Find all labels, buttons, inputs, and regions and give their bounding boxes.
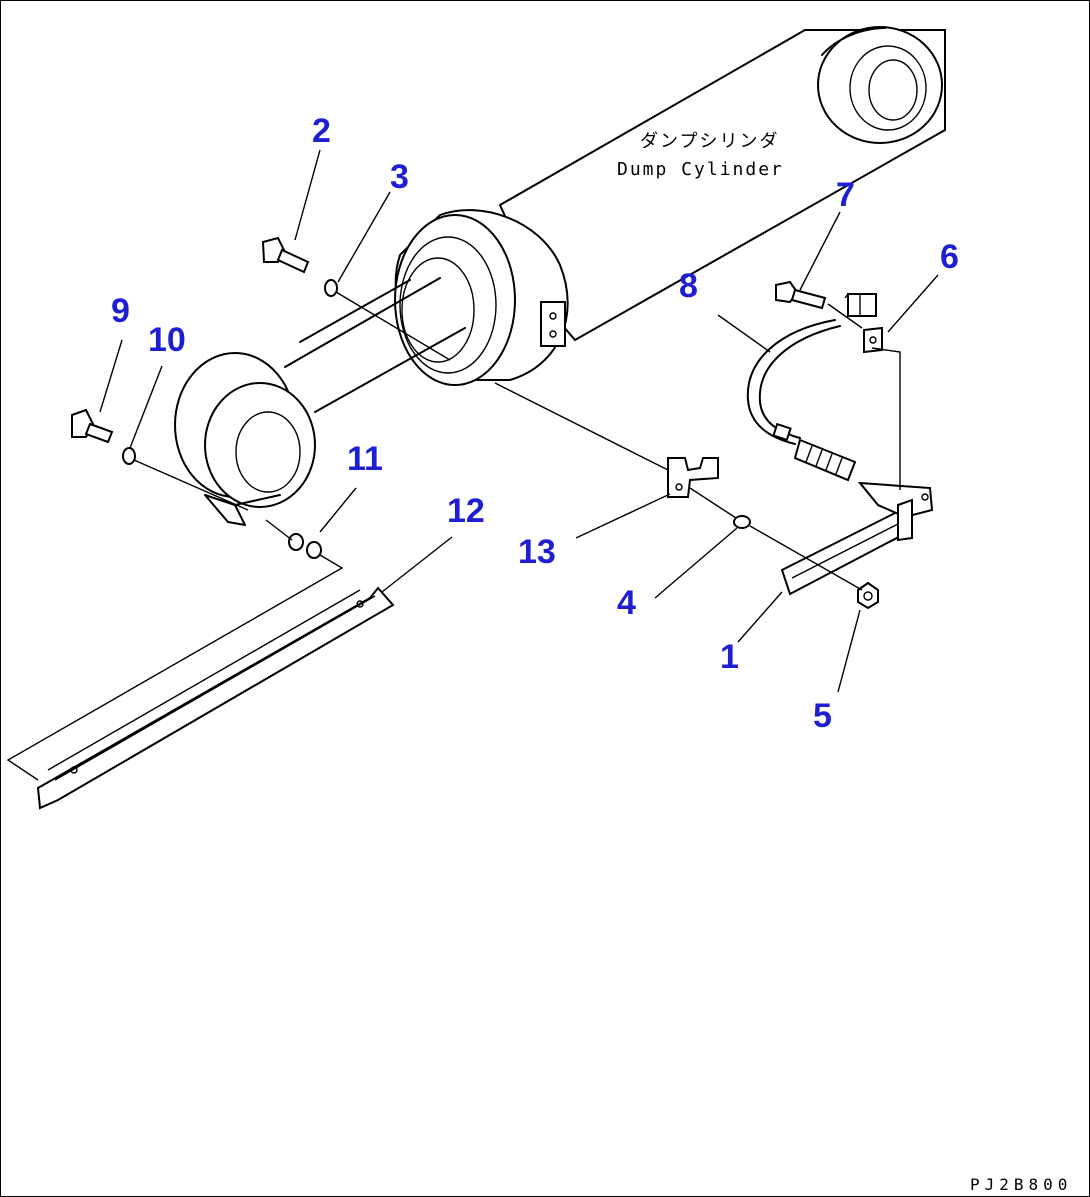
piston-rod: [284, 277, 466, 413]
rod-eye: [174, 352, 316, 526]
part-4-washer: [733, 515, 751, 529]
part-11-washers: [288, 533, 322, 559]
part-2-bolt: [261, 236, 310, 274]
callout-12: 12: [447, 492, 485, 530]
component-label-en: Dump Cylinder: [617, 159, 784, 180]
part-5-nut: [857, 581, 879, 610]
callout-9: 9: [111, 292, 130, 330]
component-label-jp: ダンプシリンダ: [640, 131, 779, 152]
callout-6: 6: [940, 238, 959, 276]
callout-1: 1: [720, 638, 739, 676]
callout-4: 4: [617, 584, 636, 622]
part-1-plate: [780, 481, 934, 596]
callout-7: 7: [836, 176, 855, 214]
leader-lines: [99, 149, 939, 693]
part-8-sensor: [746, 293, 877, 482]
part-3-washer: [324, 279, 338, 297]
callout-2: 2: [312, 112, 331, 150]
callout-8: 8: [679, 267, 698, 305]
assembly-lines: [6, 291, 901, 781]
callout-11: 11: [347, 440, 383, 478]
part-10-washer: [122, 447, 136, 465]
callout-10: 10: [148, 321, 186, 359]
callout-3: 3: [390, 158, 409, 196]
drawing-code: PJ2B800: [970, 1175, 1072, 1194]
cylinder-barrel: [498, 26, 946, 342]
part-13-bracket: [667, 457, 719, 498]
callout-13: 13: [518, 533, 556, 571]
cylinder-gland: [394, 209, 569, 386]
part-9-bolt: [71, 408, 114, 444]
part-7-bolt: [775, 280, 827, 310]
part-12-angle: [36, 586, 395, 810]
callout-5: 5: [813, 697, 832, 735]
